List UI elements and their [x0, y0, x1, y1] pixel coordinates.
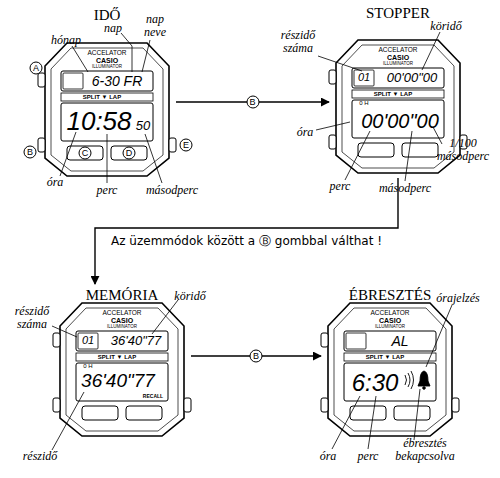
part-label: 1/100 másodperc	[432, 137, 494, 162]
button-letter: B	[24, 146, 37, 159]
watch-marking: CASIO	[387, 54, 409, 61]
part-label: másodperc	[146, 184, 198, 197]
watch-marking: SPLIT ▼ LAP	[83, 94, 121, 100]
watch-marking: ACCELATOR	[370, 310, 409, 317]
display-reading: 10:58	[66, 108, 131, 135]
watch-marking: ACCELATOR	[87, 50, 126, 57]
watch-marking: SPLIT ▼ LAP	[366, 354, 404, 360]
part-label: köridő	[174, 290, 205, 303]
display-reading: 50	[136, 119, 150, 133]
part-label: ébresztés bekapcsolva	[392, 437, 458, 462]
button-letter: B	[250, 350, 263, 363]
watch-marking: ILLUMINATOR	[92, 65, 122, 70]
watch-marking: ILLUMINATOR	[375, 325, 405, 330]
part-label: részidő	[23, 450, 58, 463]
display-reading: 36'40"77	[111, 334, 161, 348]
watch-marking: CASIO	[111, 317, 133, 324]
edge-note: Az üzemmódok között a Ⓑ gombbal válthat …	[108, 233, 385, 250]
watch-marking: 0 H	[359, 100, 368, 106]
mode-panel: ÉBRESZTÉS	[323, 284, 457, 439]
display-reading: AL	[391, 334, 408, 349]
button-letter: A	[30, 62, 43, 75]
mode-arrow	[95, 178, 398, 284]
watch-face	[321, 303, 459, 436]
part-label: perc	[358, 450, 379, 463]
watch-marking: 0 H	[83, 363, 92, 369]
watch-marking: CASIO	[96, 57, 118, 64]
part-label: nap neve	[135, 13, 175, 38]
display-reading: 00'00"00	[361, 111, 439, 132]
mode-title: MEMÓRIA	[55, 284, 189, 304]
button-letter: B	[246, 96, 259, 109]
part-label: órajelzés	[436, 292, 479, 305]
alarm-bell-icon	[405, 371, 430, 389]
button-letter: E	[180, 139, 193, 152]
part-label: perc	[330, 180, 351, 193]
button-letter: C	[79, 147, 92, 160]
leader-lines	[52, 32, 452, 450]
display-reading: 01	[358, 72, 370, 84]
part-label: részidő száma	[268, 29, 328, 54]
display-reading: 36'40"77	[81, 371, 155, 391]
display-reading: 01	[82, 335, 94, 347]
display-reading: 6-30 FR	[92, 74, 143, 89]
part-label: óra	[320, 450, 337, 463]
watch-marking: RECALL	[143, 394, 163, 399]
part-label: másodperc	[379, 182, 431, 195]
watch-marking: SPLIT ▼ LAP	[98, 354, 136, 360]
watch-marking: CASIO	[379, 317, 401, 324]
part-label: óra	[47, 176, 64, 189]
part-label: óra	[297, 126, 314, 139]
watch-marking: ACCELATOR	[102, 310, 141, 317]
part-label: részidő száma	[6, 305, 58, 330]
watch-marking: SPLIT ▼ LAP	[374, 91, 412, 97]
watch-marking: ILLUMINATOR	[383, 62, 413, 67]
part-label: perc	[97, 184, 118, 197]
mode-panel: MEMÓRIA	[55, 284, 189, 439]
part-label: köridő	[430, 20, 461, 33]
watch-face	[53, 303, 191, 436]
display-reading: 00'00"00	[387, 71, 437, 85]
part-label: nap	[104, 22, 122, 35]
watch-marking: ACCELATOR	[378, 47, 417, 54]
part-label: hónap	[51, 34, 81, 47]
display-reading: 6:30	[352, 370, 399, 395]
button-letter: D	[123, 147, 136, 160]
watch-marking: ILLUMINATOR	[107, 325, 137, 330]
